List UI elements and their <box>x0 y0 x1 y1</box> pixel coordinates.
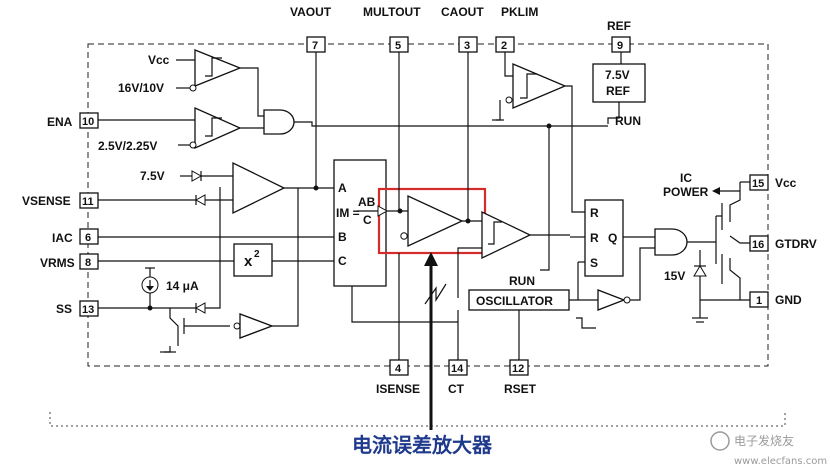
ref-box <box>592 63 646 103</box>
pin-4-number: 4 <box>395 363 402 375</box>
pin-11-number: 11 <box>82 196 94 208</box>
pin-10-number: 10 <box>82 116 94 128</box>
label-vrms: VRMS <box>40 256 75 270</box>
voltage-error-amp <box>232 161 286 215</box>
pin-6-number: 6 <box>85 232 91 244</box>
label-rset: RSET <box>504 382 537 396</box>
multiplier-block <box>333 159 387 287</box>
oscillator-label: OSCILLATOR <box>476 294 553 308</box>
square-x: x <box>244 253 253 270</box>
square-exp: 2 <box>254 249 260 260</box>
pin-13-number: 13 <box>82 304 94 316</box>
label-7-5v: 7.5V <box>140 169 165 183</box>
label-vaout: VAOUT <box>290 5 332 19</box>
label-ref: REF <box>607 19 631 33</box>
label-vcc-left: Vcc <box>148 53 170 67</box>
ref-box-label: REF <box>606 84 630 98</box>
pin-8-number: 8 <box>85 257 91 269</box>
ff-r2: R <box>590 231 599 245</box>
uvlo-comparator <box>194 49 242 87</box>
label-ena: ENA <box>47 115 73 129</box>
pin-12 <box>509 359 529 376</box>
mult-input-b: B <box>338 230 347 244</box>
label-gnd: GND <box>775 293 802 307</box>
rs-flipflop <box>584 199 624 277</box>
square-block <box>233 243 273 277</box>
mult-ab: AB <box>358 195 376 209</box>
pin-1 <box>749 291 769 308</box>
pin-5-number: 5 <box>395 40 401 52</box>
watermark-logo: 电子发烧友 www.elecfans.com <box>710 431 827 467</box>
label-multout: MULTOUT <box>363 5 421 19</box>
ff-r1: R <box>590 206 599 220</box>
lower-dotted-frame <box>49 412 786 427</box>
pwm-comparator <box>481 210 532 260</box>
label-isense: ISENSE <box>376 382 420 396</box>
pin-16-number: 16 <box>752 239 764 251</box>
and-gate-enable <box>263 109 295 135</box>
label-caout: CAOUT <box>441 5 484 19</box>
and-gate-output <box>654 228 688 256</box>
label-vsense: VSENSE <box>22 194 71 208</box>
mult-input-c: C <box>338 254 347 268</box>
label-iac: IAC <box>52 231 73 245</box>
ff-q: Q <box>608 231 617 245</box>
pin-15-number: 15 <box>752 178 764 190</box>
label-vcc-right: Vcc <box>775 176 797 190</box>
pin-14-number: 14 <box>451 363 464 375</box>
enable-comparator <box>194 106 242 150</box>
mult-im: IM = <box>336 206 360 220</box>
current-error-amp <box>407 194 464 248</box>
pklim-comparator <box>512 63 567 109</box>
pin-7-number: 7 <box>312 40 318 52</box>
mult-input-a: A <box>338 181 347 195</box>
pin-9-number: 9 <box>617 40 623 52</box>
pin-15 <box>749 174 769 191</box>
pin-4 <box>389 359 409 376</box>
ff-s: S <box>590 256 598 270</box>
label-power: POWER <box>663 185 709 199</box>
watermark-text: 电子发烧友 <box>734 433 794 448</box>
label-ic: IC <box>680 171 692 185</box>
watermark-url: www.elecfans.com <box>734 456 827 467</box>
pin-1-number: 1 <box>756 295 762 307</box>
label-pklim: PKLIM <box>501 5 538 19</box>
pin-2-number: 2 <box>501 40 507 52</box>
label-ss: SS <box>56 302 72 316</box>
label-16v-10v: 16V/10V <box>118 81 164 95</box>
label-14ua: 14 μA <box>166 279 199 293</box>
ref-box-voltage: 7.5V <box>605 68 630 82</box>
label-2-5v: 2.5V/2.25V <box>98 139 157 153</box>
label-gtdrv: GTDRV <box>775 237 817 251</box>
pin-3-number: 3 <box>464 40 470 52</box>
pin-14 <box>448 359 468 376</box>
caption: 电流误差放大器 <box>352 433 493 457</box>
ss-inverter <box>239 313 274 339</box>
pin-12-number: 12 <box>512 363 524 375</box>
label-15v: 15V <box>664 269 685 283</box>
run-label-ref: RUN <box>615 114 641 128</box>
label-ct: CT <box>448 382 465 396</box>
osc-inverter <box>597 289 626 311</box>
run-label-osc: RUN <box>509 274 535 288</box>
mult-c-den: C <box>363 213 372 227</box>
pin-16 <box>749 235 769 252</box>
